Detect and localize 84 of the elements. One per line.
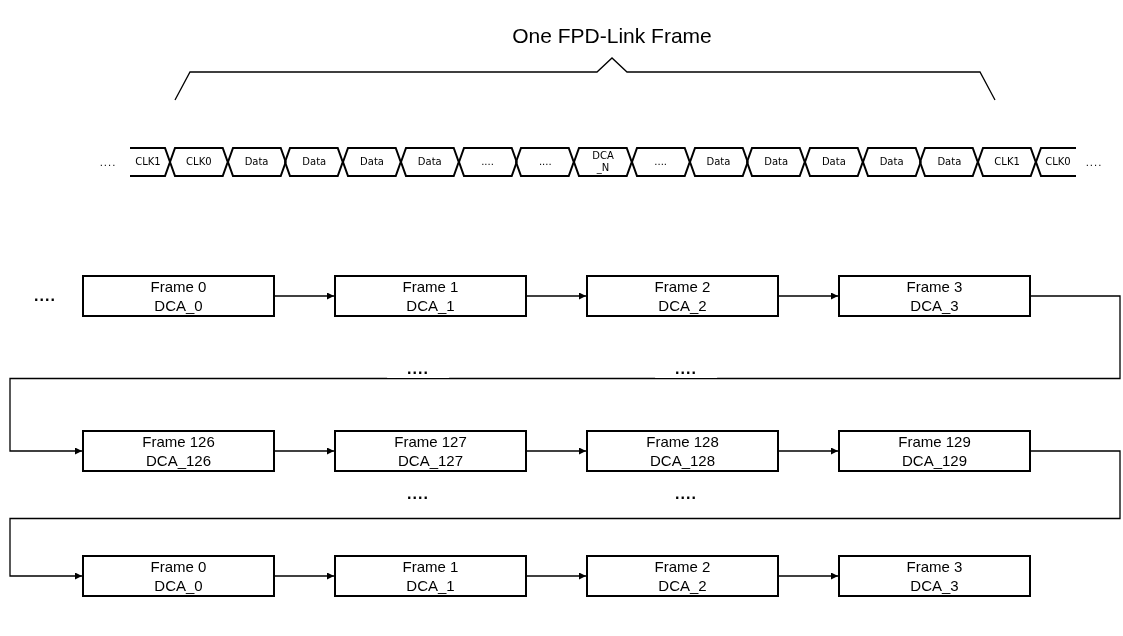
dca-label: DCA_128 — [649, 451, 715, 470]
frame-box — [82, 555, 275, 597]
signal-label: Data — [879, 156, 904, 168]
frame-label: Frame 129 — [898, 432, 971, 451]
bus-segment — [227, 148, 286, 176]
frame-label: Frame 3 — [906, 277, 963, 296]
arrow — [778, 572, 839, 580]
signal-label: Data — [360, 156, 384, 168]
signal-label: CLK1 — [135, 156, 161, 168]
signal-label: .... — [538, 156, 552, 168]
dca-label: DCA_0 — [154, 296, 203, 315]
signal-label: Data — [764, 156, 789, 168]
frame-label: Frame 2 — [654, 557, 711, 576]
bus-segment — [458, 148, 517, 176]
dca-label: DCA_1 — [406, 576, 455, 595]
arrow — [526, 447, 587, 455]
arrow — [9, 295, 1121, 455]
bus-segment — [631, 148, 690, 176]
bus-segment — [747, 148, 805, 176]
frame-box — [586, 275, 779, 317]
bus-segment — [978, 148, 1036, 176]
signal-label: CLK0 — [1045, 156, 1071, 168]
frame-box — [334, 555, 527, 597]
signal-label: Data — [244, 156, 269, 168]
bus-segment — [689, 148, 748, 176]
arrow — [526, 292, 587, 300]
bus-segment — [343, 148, 401, 176]
dca-label: DCA_129 — [901, 451, 967, 470]
arrow — [778, 447, 839, 455]
frame-box — [82, 275, 275, 317]
frame-box — [838, 555, 1031, 597]
arrow — [526, 572, 587, 580]
bus-segment — [574, 148, 632, 176]
diagram-title: One FPD-Link Frame — [512, 24, 712, 48]
bus-segment — [862, 148, 921, 176]
bus-segment — [170, 148, 228, 176]
signal-label: Data — [706, 156, 731, 168]
signal-label: Data — [821, 156, 846, 168]
signal-label: CLK1 — [994, 156, 1020, 168]
signal-label: CLK0 — [186, 156, 212, 168]
frame-box — [838, 275, 1031, 317]
arrow — [778, 292, 839, 300]
signal-label: Data — [417, 156, 442, 168]
frame-box — [586, 555, 779, 597]
bus-segment — [516, 148, 575, 176]
frame-label: Frame 126 — [142, 432, 215, 451]
dca-label: DCA_2 — [658, 576, 707, 595]
dca-label: DCA_126 — [145, 451, 211, 470]
frame-label: Frame 3 — [906, 557, 963, 576]
frame-label: Frame 128 — [646, 432, 719, 451]
arrow — [274, 447, 335, 455]
dca-label: DCA_3 — [910, 296, 959, 315]
dca-label: DCA_0 — [154, 576, 203, 595]
ellipsis-label: .... — [1085, 156, 1103, 168]
frame-box — [334, 430, 527, 472]
frame-box — [586, 430, 779, 472]
bus-segment — [130, 148, 170, 176]
frame-label: Frame 0 — [150, 557, 207, 576]
signal-label: DCA _N — [591, 150, 615, 174]
bus-segment — [805, 148, 863, 176]
frame-box — [334, 275, 527, 317]
frame-label: Frame 2 — [654, 277, 711, 296]
arrow — [274, 572, 335, 580]
frame-label: Frame 1 — [402, 277, 459, 296]
dca-label: DCA_3 — [910, 576, 959, 595]
signal-label: .... — [654, 156, 668, 168]
bus-segment — [285, 148, 344, 176]
bus-segment — [400, 148, 459, 176]
frame-label: Frame 0 — [150, 277, 207, 296]
ellipsis-label: .... — [99, 156, 117, 168]
signal-label: .... — [481, 156, 494, 168]
dca-label: DCA_2 — [658, 296, 707, 315]
arrow — [9, 450, 1121, 580]
frame-label: Frame 1 — [402, 557, 459, 576]
frame-box — [838, 430, 1031, 472]
bus-segment — [1035, 148, 1076, 176]
dca-label: DCA_1 — [406, 296, 455, 315]
dca-label: DCA_127 — [397, 451, 463, 470]
bus-segment — [920, 148, 979, 176]
signal-label: Data — [302, 156, 327, 168]
arrow — [274, 292, 335, 300]
frame-label: Frame 127 — [394, 432, 467, 451]
frame-box — [82, 430, 275, 472]
signal-label: Data — [937, 156, 962, 168]
